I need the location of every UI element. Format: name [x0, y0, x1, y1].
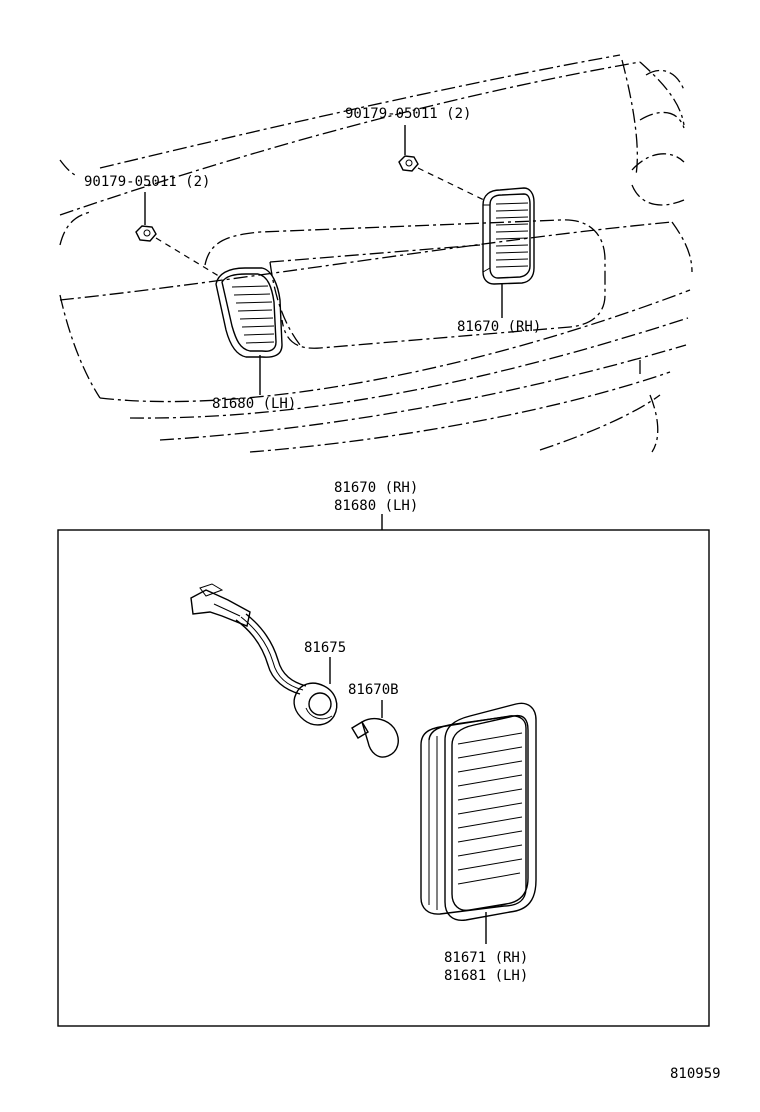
- nut-right-icon: [398, 155, 419, 172]
- license-lamp-lh-installed: [215, 267, 283, 358]
- assy-lh-label: 81680 (LH): [334, 498, 418, 514]
- license-lamp-rh-installed: [482, 187, 535, 285]
- lens-rh-label: 81671 (RH): [444, 950, 528, 966]
- vehicle-rear-outline: [59, 54, 693, 453]
- lamp-lh-label: 81680 (LH): [212, 396, 296, 412]
- diagram-number: 810959: [670, 1066, 721, 1082]
- lamp-rh-label: 81670 (RH): [457, 319, 541, 335]
- bulb-label: 81670B: [348, 682, 399, 698]
- assembly-frame: [57, 529, 710, 1027]
- nut-right-label: 90179-05011 (2): [345, 106, 471, 122]
- lens-lh-label: 81681 (LH): [444, 968, 528, 984]
- nut-left-label: 90179-05011 (2): [84, 174, 210, 190]
- upper-leader-lines: [144, 125, 503, 395]
- socket-label: 81675: [304, 640, 346, 656]
- lens-icon: [420, 702, 537, 921]
- bulb-icon: [351, 717, 399, 758]
- nut-left-icon: [135, 225, 157, 242]
- socket-wire-icon: [190, 583, 338, 726]
- assy-rh-label: 81670 (RH): [334, 480, 418, 496]
